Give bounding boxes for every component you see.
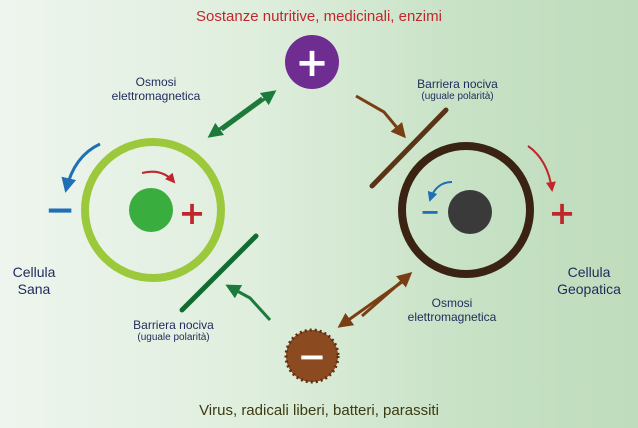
cell-label-geopatica-line1: Cellula xyxy=(567,264,611,280)
geopathic-blue-curved-arrow xyxy=(427,181,453,202)
nutrients-plus-circle xyxy=(285,35,339,89)
geopathic-cell-plus: + xyxy=(549,194,576,232)
barrier-label-right: Barriera nociva (uguale polarità) xyxy=(400,77,515,103)
healthy-cell-ring xyxy=(81,138,225,282)
barrier-label-left-line1: Barriera nociva xyxy=(133,318,214,332)
osmosis-label-right: Osmosi elettromagnetica xyxy=(392,296,512,325)
barrier-label-left: Barriera nociva (uguale polarità) xyxy=(116,318,231,344)
osmosis-label-right-line2: elettromagnetica xyxy=(407,310,497,325)
geopathic-red-curved-arrow xyxy=(527,145,556,192)
cell-label-sana-line2: Sana xyxy=(17,280,51,297)
barrier-bar-left xyxy=(179,233,259,313)
healthy-red-curved-arrow xyxy=(141,170,176,184)
barrier-right-incoming-arrow xyxy=(355,94,406,139)
healthy-cell-minus: − xyxy=(45,190,75,231)
geopathic-cell-nucleus xyxy=(448,190,492,234)
osmosis-label-left: Osmosi elettromagnetica xyxy=(96,75,216,104)
barrier-label-right-line1: Barriera nociva xyxy=(417,77,498,91)
top-title: Sostanze nutritive, medicinali, enzimi xyxy=(196,8,442,25)
virus-minus-circle: − xyxy=(284,328,340,384)
geopathic-cell-ring xyxy=(398,142,534,278)
osmosis-label-left-line2: elettromagnetica xyxy=(111,89,201,104)
barrier-bar-right xyxy=(369,107,449,189)
barrier-left-incoming-arrow xyxy=(225,284,272,322)
healthy-cell-nucleus xyxy=(129,188,173,232)
osmosis-left-arrow-down xyxy=(207,96,263,138)
barrier-label-left-line2: (uguale polarità) xyxy=(137,332,210,344)
osmosis-label-left-line1: Osmosi xyxy=(135,75,177,89)
healthy-blue-curved-arrow xyxy=(61,142,101,193)
nutrients-plus-sign: + xyxy=(295,40,329,86)
cell-label-sana-line1: Cellula xyxy=(12,264,56,280)
osmosis-label-right-line1: Osmosi xyxy=(431,296,473,310)
virus-minus-sign: − xyxy=(298,337,327,377)
osmosis-right-arrow-down xyxy=(337,280,403,328)
osmosis-left-arrow-up xyxy=(221,90,277,132)
cell-label-geopatica: Cellula Geopatica xyxy=(548,264,630,298)
cell-label-sana: Cellula Sana xyxy=(4,264,64,298)
healthy-cell-plus: + xyxy=(179,194,206,232)
barrier-label-right-line2: (uguale polarità) xyxy=(421,91,494,103)
cell-label-geopatica-line2: Geopatica xyxy=(557,280,621,297)
geopathic-cell-minus: − xyxy=(420,198,440,226)
bottom-title: Virus, radicali liberi, batteri, parassi… xyxy=(199,402,439,419)
